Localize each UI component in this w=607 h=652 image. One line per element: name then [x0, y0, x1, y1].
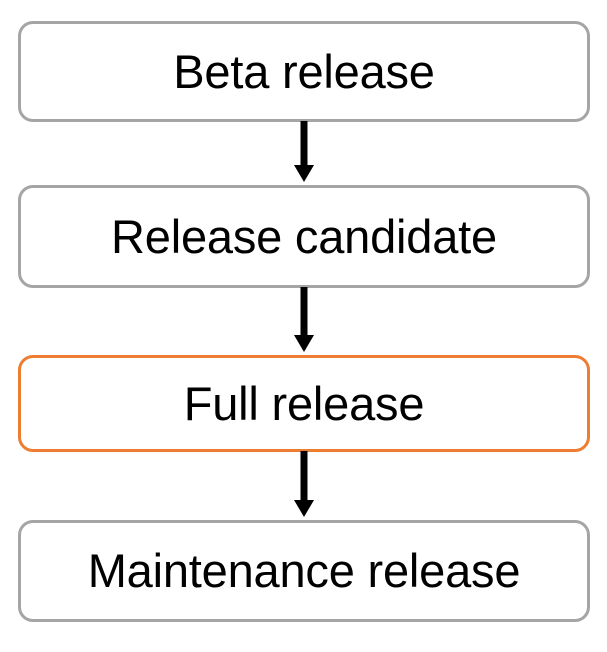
- node-maintenance-release[interactable]: Maintenance release: [18, 520, 590, 622]
- node-label: Beta release: [173, 44, 435, 98]
- arrow-candidate-to-full: [0, 287, 607, 357]
- node-release-candidate[interactable]: Release candidate: [18, 185, 590, 288]
- arrow-beta-to-candidate: [0, 121, 607, 187]
- node-label: Maintenance release: [87, 544, 521, 598]
- down-arrow-icon: [294, 451, 314, 517]
- node-label: Full release: [183, 376, 425, 430]
- node-label: Release candidate: [111, 209, 497, 263]
- down-arrow-icon: [294, 287, 314, 352]
- arrow-full-to-maintenance: [0, 451, 607, 522]
- down-arrow-icon: [294, 121, 314, 182]
- node-full-release[interactable]: Full release: [18, 355, 590, 452]
- node-beta-release[interactable]: Beta release: [18, 21, 590, 122]
